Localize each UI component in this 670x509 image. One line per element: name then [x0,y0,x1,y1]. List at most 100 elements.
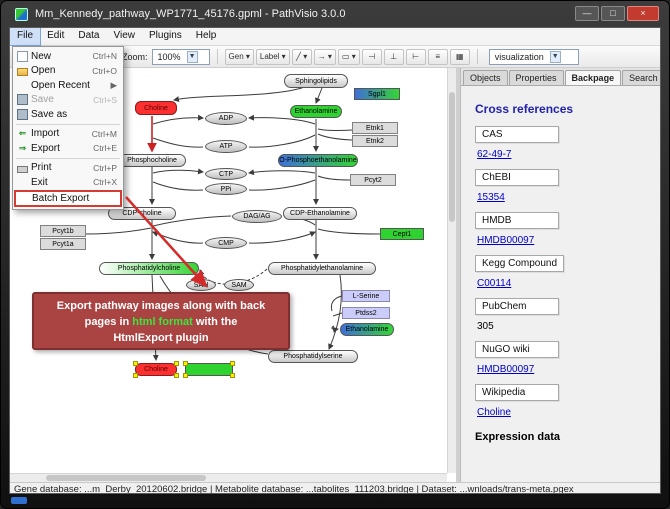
import-icon: ⇐ [18,128,27,139]
minimize-button[interactable]: — [575,6,599,21]
file-menu-shortcut: Ctrl+O [92,65,117,76]
file-menu-item-label: Open [31,65,56,77]
pathway-node-choline[interactable]: Choline [133,361,179,378]
pathway-node-pcyt1a[interactable]: Pcyt1a [40,238,86,250]
pathway-node-phosphatidylcholine[interactable]: Phosphatidylcholine [99,262,199,275]
menu-edit[interactable]: Edit [47,30,65,41]
xref-link-hmdb00097[interactable]: HMDB00097 [477,235,535,246]
xref-link-choline[interactable]: Choline [477,407,511,418]
grid-button[interactable]: ▦ [449,48,470,65]
pathway-node-cept1[interactable]: Cept1 [380,228,424,240]
pathway-node-ethanolamine[interactable]: Ethanolamine [340,323,394,336]
selection-handle[interactable] [133,373,138,378]
pathway-node-etnk1[interactable]: Etnk1 [352,122,398,134]
pathway-node-l-serine[interactable]: L-Serine [342,290,390,302]
pathway-node-phosphatidylserine[interactable]: Phosphatidylserine [268,350,358,363]
tab-objects[interactable]: Objects [463,70,508,85]
pathway-node-atp[interactable]: ATP [205,140,247,153]
align-center-button[interactable]: ⊥ [383,48,404,65]
pathway-node-cmp[interactable]: CMP [205,237,247,249]
selection-handle[interactable] [174,361,179,366]
pathway-node-choline[interactable]: Choline [135,101,177,115]
canvas-vertical-scrollbar[interactable] [447,68,456,473]
align-right-button[interactable]: ⊢ [405,48,426,65]
tab-properties[interactable]: Properties [508,70,564,85]
selection-handle[interactable] [133,361,138,366]
pathway-node-ppi[interactable]: PPi [205,183,247,195]
menu-help[interactable]: Help [195,30,217,41]
pathway-node-phosphocholine[interactable]: Phosphocholine [118,154,186,167]
visualization-value: visualization [494,51,544,62]
pathway-node-sam[interactable]: SAM [224,279,254,291]
file-menu-item-open[interactable]: Open Ctrl+O [13,64,123,79]
pathway-node-sgpl1[interactable]: Sgpl1 [354,88,400,100]
distribute-button[interactable]: ≡ [427,48,448,65]
pathway-node-pcyt2[interactable]: Pcyt2 [350,174,396,186]
file-menu-item-label: Export [31,142,60,154]
zoom-combobox[interactable]: 100% ▼ [151,48,210,65]
menu-file[interactable]: File [10,28,42,46]
scrollbar-thumb[interactable] [449,92,455,222]
save-icon [17,108,28,120]
selection-handle[interactable] [230,373,235,378]
pathway-node-ethanolamine[interactable]: Ethanolamine [290,105,342,118]
panel-splitter[interactable] [456,68,460,482]
datanode-gene-tool[interactable]: Gen ▾ [224,48,254,65]
file-menu-item-open-recent[interactable]: Open Recent▶ [13,78,123,93]
selection-handle[interactable] [174,373,179,378]
pathway-node-label: Pcyt1b [52,227,74,235]
menu-plugins[interactable]: Plugins [148,30,182,41]
xref-link-62-49-7[interactable]: 62-49-7 [477,149,512,160]
file-menu-item-batch-export[interactable]: Batch Export [14,189,122,207]
xref-link-hmdb00097[interactable]: HMDB00097 [477,364,535,375]
tab-search[interactable]: Search [622,70,660,85]
file-menu-item-label: New [31,50,52,62]
pathway-node-pcyt1b[interactable]: Pcyt1b [40,225,86,237]
xref-header-chebi: ChEBI [475,169,559,186]
label-tool[interactable]: Label ▾ [255,48,290,65]
window-frame-accent [11,497,27,504]
pathway-node-dag-ag[interactable]: DAG/AG [232,210,282,223]
pathway-node-phosphatidylethanolamine[interactable]: Phosphatidylethanolamine [268,262,376,275]
pathway-node-sphingolipids[interactable]: Sphingolipids [284,74,348,88]
menu-view[interactable]: View [113,30,135,41]
xref-link-15354[interactable]: 15354 [477,192,505,203]
xref-link-c00114[interactable]: C00114 [477,278,512,289]
file-menu-item-label: Exit [31,176,48,188]
pathway-node-etnk2[interactable]: Etnk2 [352,135,398,147]
pathway-node-label: Choline [144,366,168,373]
pathway-node-gene[interactable] [183,361,235,378]
title-bar[interactable]: Mm_Kennedy_pathway_WP1771_45176.gpml - P… [1,1,669,27]
file-menu-item-save-as[interactable]: Save as [13,107,123,122]
pathway-node-ctp[interactable]: CTP [205,168,247,180]
pathway-node-sah[interactable]: SAH [186,279,216,291]
close-button[interactable]: × [627,6,659,21]
pathway-node-adp[interactable]: ADP [205,112,247,125]
line-tool[interactable]: ╱ ▾ [291,48,312,65]
connector-tool[interactable]: → ▾ [313,48,336,65]
shape-tool[interactable]: ▭ ▾ [337,48,360,65]
pathway-node-ptdss2[interactable]: Ptdss2 [342,307,390,319]
align-left-button[interactable]: ⊣ [361,48,382,65]
visualization-combobox[interactable]: visualization ▼ [488,48,579,65]
canvas-horizontal-scrollbar[interactable] [10,473,447,482]
pathway-node-label: SAM [231,281,247,289]
maximize-button[interactable]: □ [601,6,625,21]
menu-data[interactable]: Data [78,30,100,41]
tab-backpage[interactable]: Backpage [564,70,622,85]
selection-handle[interactable] [183,361,188,366]
selection-handle[interactable] [183,373,188,378]
scrollbar-thumb[interactable] [46,475,206,481]
selection-handle[interactable] [230,361,235,366]
pathway-node-o-phosphoethanolamine[interactable]: O-Phosphoethanolamine [278,154,358,167]
pathway-node-cdp-ethanolamine[interactable]: CDP-Ethanolamine [283,207,357,220]
backpage-title: Cross references [475,102,574,116]
